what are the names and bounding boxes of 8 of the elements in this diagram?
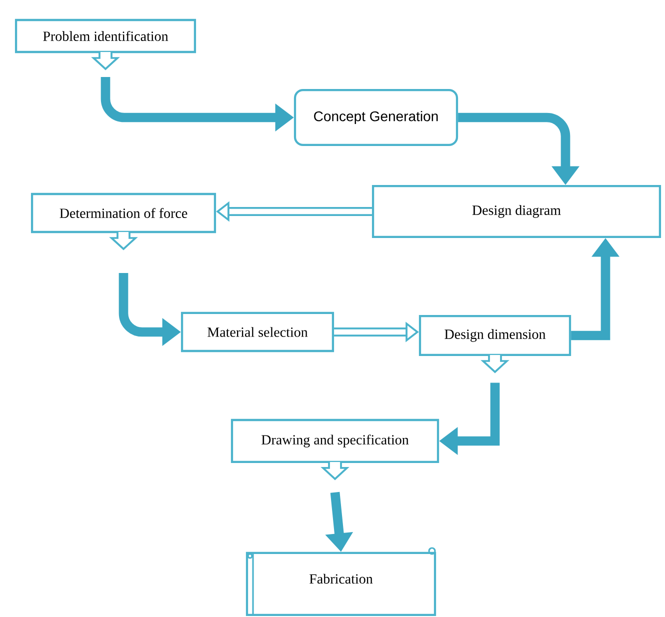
process-box: Determination of force	[30, 192, 216, 250]
scroll-box: Fabrication	[246, 547, 436, 616]
process-box: Concept Generation	[294, 88, 458, 146]
process-box: Drawing and specification	[230, 418, 440, 480]
process-box: Problem identification	[14, 18, 196, 70]
process-box: Design diagram	[372, 184, 662, 238]
process-box: Material selection	[180, 312, 334, 352]
process-box: Design dimension	[418, 314, 572, 374]
